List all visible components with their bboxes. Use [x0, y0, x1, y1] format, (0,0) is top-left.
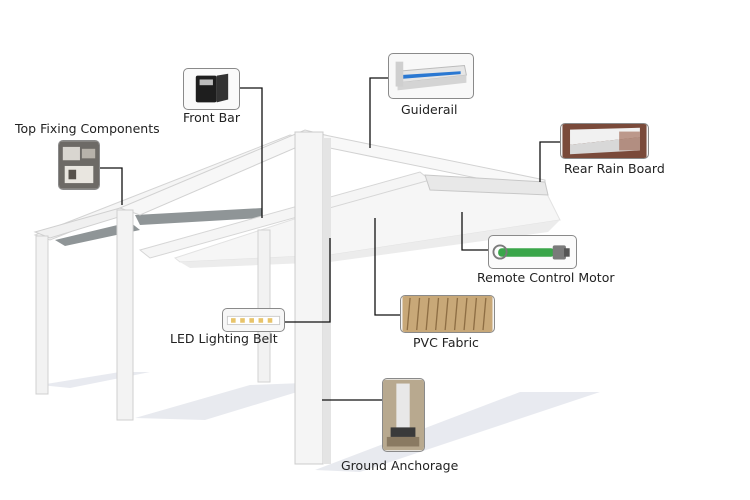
label-front-bar: Front Bar	[183, 110, 240, 125]
label-ground-anchorage: Ground Anchorage	[341, 458, 459, 473]
tube-motor-icon	[492, 244, 570, 260]
label-top-fixing: Top Fixing Components	[15, 121, 160, 136]
ground-anchor-icon	[383, 379, 424, 451]
post-left-front	[116, 209, 134, 421]
leader-remote-motor	[461, 212, 488, 251]
ground-anchorage-thumb	[382, 378, 425, 452]
post-front-main-side	[323, 138, 331, 464]
leader-rear-rain-board	[539, 141, 560, 182]
leader-guiderail	[369, 77, 388, 148]
remote-motor-thumb	[488, 235, 577, 269]
label-guiderail: Guiderail	[401, 102, 458, 117]
pvc-fabric-thumb	[400, 295, 495, 333]
leader-top-fixing	[100, 167, 123, 205]
top-fixing-thumb	[58, 140, 100, 190]
post-left-back	[35, 235, 49, 395]
guiderail-thumb	[388, 53, 474, 99]
profile-bar-icon	[195, 73, 229, 103]
label-led-belt: LED Lighting Belt	[170, 331, 278, 346]
post-front-main	[294, 131, 324, 465]
canopy-under	[180, 220, 560, 268]
leader-led-belt	[285, 238, 331, 323]
rear-rain-board-thumb	[560, 123, 649, 159]
label-rear-rain-board: Rear Rain Board	[564, 161, 665, 176]
folded-fabric-icon	[402, 296, 493, 332]
rail-photo-icon	[395, 61, 467, 91]
rain-board-photo-icon	[562, 124, 647, 158]
guiderail-end	[424, 174, 549, 196]
led-belt-thumb	[222, 308, 285, 332]
dark-rail-mid	[135, 208, 262, 225]
bracket-photo-icon	[59, 141, 99, 189]
front-bar-thumb	[183, 68, 240, 110]
leader-pvc-fabric	[374, 218, 400, 316]
post-center-back	[257, 229, 271, 383]
leader-front-bar	[240, 87, 263, 218]
label-remote-motor: Remote Control Motor	[477, 270, 615, 285]
label-pvc-fabric: PVC Fabric	[413, 335, 479, 350]
led-strip-icon	[226, 315, 281, 326]
